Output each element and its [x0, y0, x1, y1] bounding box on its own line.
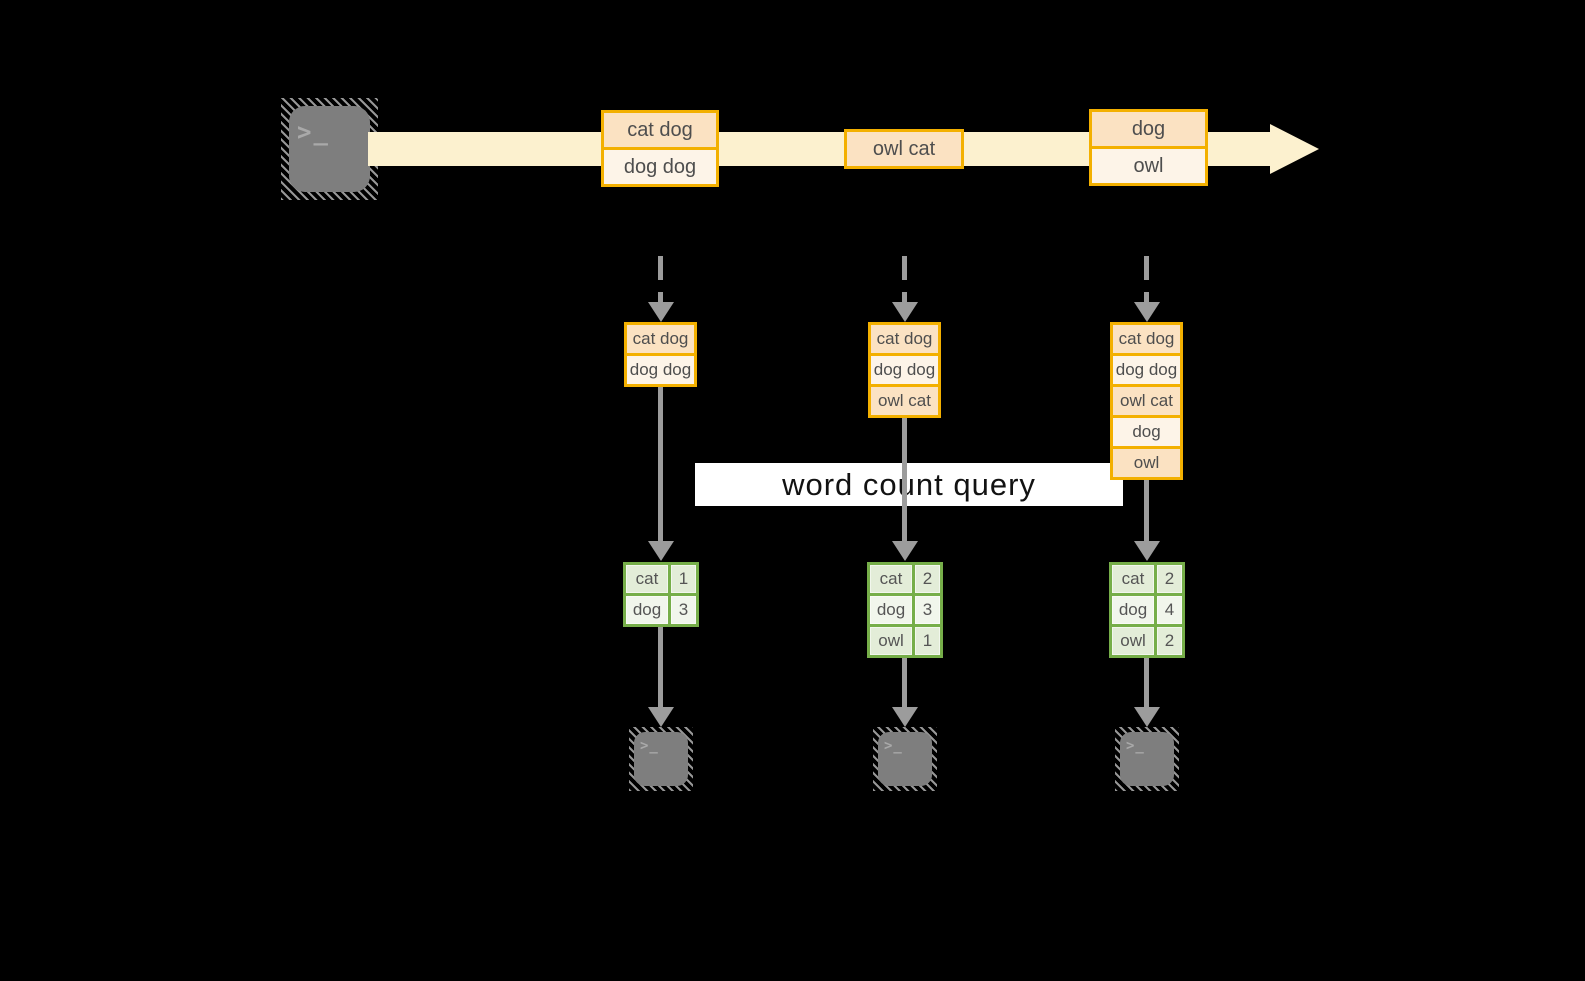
count-row: owl 1	[870, 624, 940, 655]
buffer-item: owl cat	[1113, 384, 1180, 415]
arrowhead-down-icon	[648, 302, 674, 322]
arrowhead-down-icon	[892, 541, 918, 561]
ingest-arrow-dashed	[658, 256, 663, 302]
buffer-stack: cat dog dog dog	[624, 322, 697, 387]
buffer-item: dog dog	[871, 353, 938, 384]
buffer-item: cat dog	[1113, 325, 1180, 353]
count-cell: 1	[912, 627, 940, 655]
count-cell: 3	[912, 596, 940, 624]
arrowhead-down-icon	[648, 541, 674, 561]
count-cell: 1	[668, 565, 696, 593]
arrowhead-down-icon	[648, 707, 674, 727]
query-arrow	[658, 387, 663, 543]
query-arrow	[1144, 480, 1149, 543]
output-arrow	[658, 627, 663, 707]
count-table: cat 2 dog 3 owl 1	[867, 562, 943, 658]
ingest-arrow-dashed	[1144, 256, 1149, 302]
stream-message-box: cat dog dog dog	[601, 110, 719, 187]
buffer-item: owl	[1113, 446, 1180, 477]
arrowhead-down-icon	[1134, 541, 1160, 561]
buffer-item: dog	[1113, 415, 1180, 446]
terminal-screen	[878, 732, 932, 786]
message-line: owl	[1092, 146, 1205, 183]
terminal-screen	[634, 732, 688, 786]
count-cell: 2	[1154, 627, 1182, 655]
buffer-item: dog dog	[627, 353, 694, 384]
word-cell: dog	[1112, 596, 1154, 624]
count-cell: 2	[912, 565, 940, 593]
word-cell: dog	[626, 596, 668, 624]
terminal-prompt-icon: >_	[1126, 738, 1145, 754]
word-cell: owl	[1112, 627, 1154, 655]
count-row: cat 2	[1112, 565, 1182, 593]
buffer-item: cat dog	[871, 325, 938, 353]
count-table: cat 1 dog 3	[623, 562, 699, 627]
terminal-prompt-icon: >_	[884, 738, 903, 754]
stream-message-box: owl cat	[844, 129, 964, 169]
consumer-terminal-icon: >_	[629, 727, 693, 791]
count-row: dog 4	[1112, 593, 1182, 624]
message-line: dog	[1092, 112, 1205, 146]
count-row: dog 3	[626, 593, 696, 624]
consumer-terminal-icon: >_	[1115, 727, 1179, 791]
buffer-stack: cat dog dog dog owl cat	[868, 322, 941, 418]
count-row: cat 2	[870, 565, 940, 593]
output-arrow	[902, 658, 907, 707]
buffer-item: owl cat	[871, 384, 938, 415]
count-cell: 2	[1154, 565, 1182, 593]
terminal-prompt-icon: >_	[297, 118, 330, 146]
count-table: cat 2 dog 4 owl 2	[1109, 562, 1185, 658]
arrowhead-down-icon	[892, 707, 918, 727]
arrowhead-down-icon	[1134, 707, 1160, 727]
query-banner-label: word count query	[782, 466, 1036, 502]
count-row: owl 2	[1112, 624, 1182, 655]
producer-terminal-icon: >_	[281, 98, 378, 200]
buffer-stack: cat dog dog dog owl cat dog owl	[1110, 322, 1183, 480]
count-row: dog 3	[870, 593, 940, 624]
terminal-prompt-icon: >_	[640, 738, 659, 754]
count-cell: 4	[1154, 596, 1182, 624]
stream-message-box: dog owl	[1089, 109, 1208, 186]
arrowhead-down-icon	[892, 302, 918, 322]
buffer-item: cat dog	[627, 325, 694, 353]
terminal-screen	[289, 106, 370, 192]
word-cell: cat	[1112, 565, 1154, 593]
message-line: cat dog	[604, 113, 716, 147]
stream-arrowhead-icon	[1270, 124, 1319, 174]
message-line: owl cat	[847, 132, 961, 166]
word-cell: owl	[870, 627, 912, 655]
arrowhead-down-icon	[1134, 302, 1160, 322]
count-cell: 3	[668, 596, 696, 624]
query-arrow	[902, 418, 907, 543]
terminal-screen	[1120, 732, 1174, 786]
message-line: dog dog	[604, 147, 716, 184]
output-arrow	[1144, 658, 1149, 707]
word-cell: cat	[626, 565, 668, 593]
word-cell: cat	[870, 565, 912, 593]
buffer-item: dog dog	[1113, 353, 1180, 384]
count-row: cat 1	[626, 565, 696, 593]
consumer-terminal-icon: >_	[873, 727, 937, 791]
word-cell: dog	[870, 596, 912, 624]
ingest-arrow-dashed	[902, 256, 907, 302]
query-banner: word count query	[695, 463, 1123, 506]
